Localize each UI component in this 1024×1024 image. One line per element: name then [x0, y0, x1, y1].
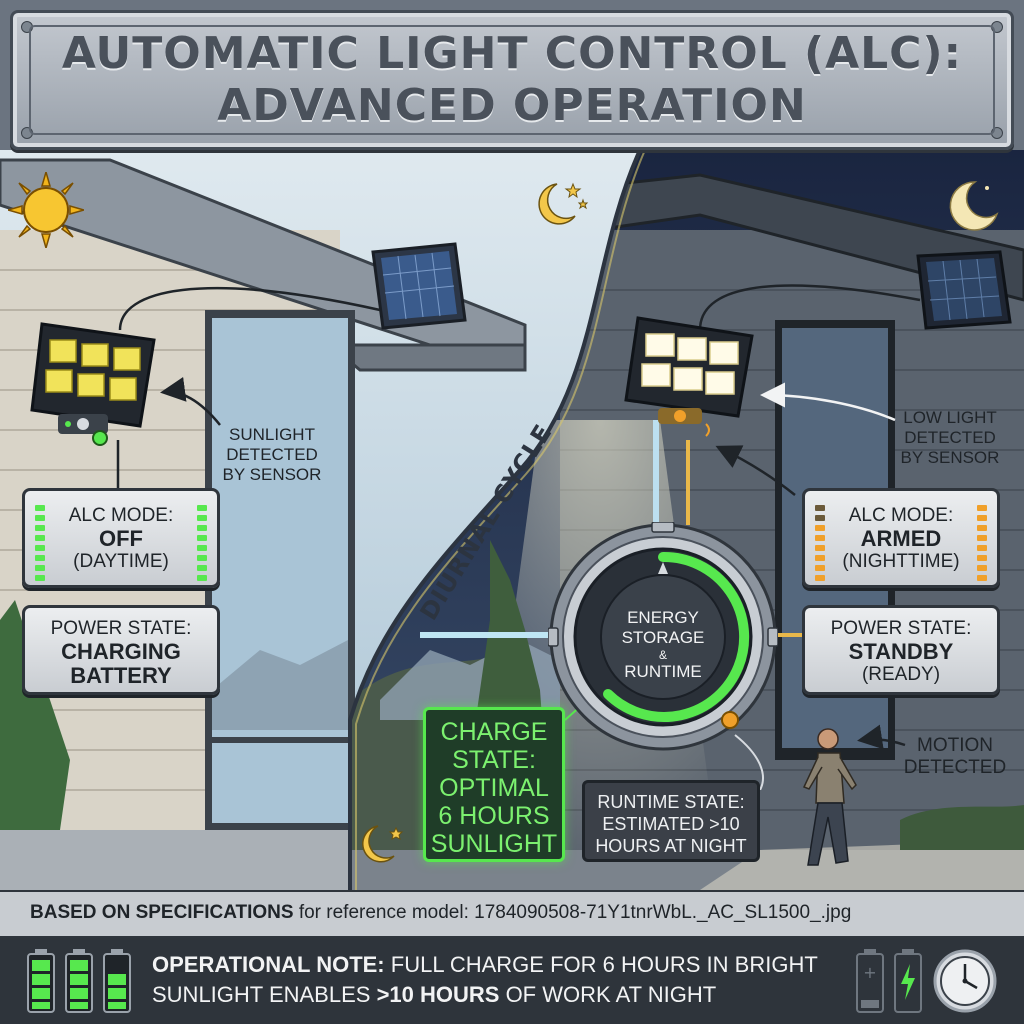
day-alc-mode-panel: ALC MODE: OFF (DAYTIME) — [22, 488, 220, 588]
gauge-label: ENERGY STORAGE & RUNTIME — [621, 608, 705, 681]
spec-footer: BASED ON SPECIFICATIONS for reference mo… — [0, 890, 1024, 938]
day-power-state-panel: POWER STATE: CHARGING BATTERY — [22, 605, 220, 695]
operational-note-highlight: >10 HOURS — [376, 982, 500, 1007]
solar-panel-icon — [916, 250, 1012, 330]
power-state-value: BATTERY — [70, 663, 172, 688]
power-state-value: STANDBY — [848, 639, 954, 664]
clock-icon — [933, 949, 997, 1013]
spec-footer-text: for reference model: 1784090508-71Y1tnrW… — [293, 902, 852, 923]
moon-icon — [949, 181, 999, 231]
operational-note-bold: OPERATIONAL NOTE: — [152, 952, 385, 977]
battery-icon — [27, 949, 55, 1013]
power-state-label: POWER STATE: — [50, 618, 192, 639]
energy-gauge — [548, 522, 778, 751]
power-state-sub: (READY) — [861, 664, 941, 685]
spec-footer-bold: BASED ON SPECIFICATIONS — [30, 902, 294, 923]
alc-mode-sub: (NIGHTTIME) — [842, 551, 960, 572]
lightning-icon — [894, 949, 922, 1013]
night-power-state-panel: POWER STATE: STANDBY (READY) — [802, 605, 1000, 695]
flood-light-icon — [624, 316, 754, 437]
crescent-stars-icon — [538, 182, 589, 225]
operational-note-bar: OPERATIONAL NOTE: FULL CHARGE FOR 6 HOUR… — [0, 938, 1024, 1024]
motion-callout: MOTION DETECTED — [903, 735, 1007, 778]
status-led-strip — [977, 505, 987, 581]
title-plate: AUTOMATIC LIGHT CONTROL (ALC): ADVANCED … — [10, 10, 1014, 150]
solar-panel-icon — [371, 242, 467, 330]
alc-mode-label: ALC MODE: — [848, 505, 954, 526]
runtime-state-box: RUNTIME STATE: ESTIMATED >10 HOURS AT NI… — [582, 780, 760, 862]
charge-state-box: CHARGE STATE: OPTIMAL 6 HOURS SUNLIGHT — [423, 707, 565, 862]
sun-icon — [8, 172, 84, 248]
battery-icon — [103, 949, 131, 1013]
operational-note: OPERATIONAL NOTE: FULL CHARGE FOR 6 HOUR… — [152, 952, 818, 1007]
page-title-line-1: AUTOMATIC LIGHT CONTROL (ALC): — [61, 28, 963, 79]
alc-mode-value: ARMED — [860, 526, 942, 551]
night-sensor-callout: LOW LIGHT DETECTED BY SENSOR — [900, 408, 1000, 467]
crescent-stars-icon — [362, 825, 404, 863]
status-led-strip — [815, 505, 825, 581]
page-title-line-2: ADVANCED OPERATION — [217, 80, 807, 131]
status-led-strip — [35, 505, 45, 581]
status-led-strip — [197, 505, 207, 581]
power-state-label: POWER STATE: — [830, 618, 972, 639]
alc-mode-sub: (DAYTIME) — [73, 551, 169, 572]
alc-mode-label: ALC MODE: — [68, 505, 174, 526]
alc-mode-value: OFF — [99, 526, 143, 551]
day-sensor-callout: SUNLIGHT DETECTED BY SENSOR — [222, 425, 322, 484]
flood-light-icon — [30, 322, 156, 446]
walking-person-icon — [802, 728, 857, 866]
battery-icon: + — [856, 949, 884, 1013]
night-alc-mode-panel: ALC MODE: ARMED (NIGHTTIME) — [802, 488, 1000, 588]
battery-icon — [65, 949, 93, 1013]
svg-text:+: + — [863, 963, 876, 982]
power-cables — [116, 284, 921, 638]
power-state-value: CHARGING — [61, 639, 181, 664]
